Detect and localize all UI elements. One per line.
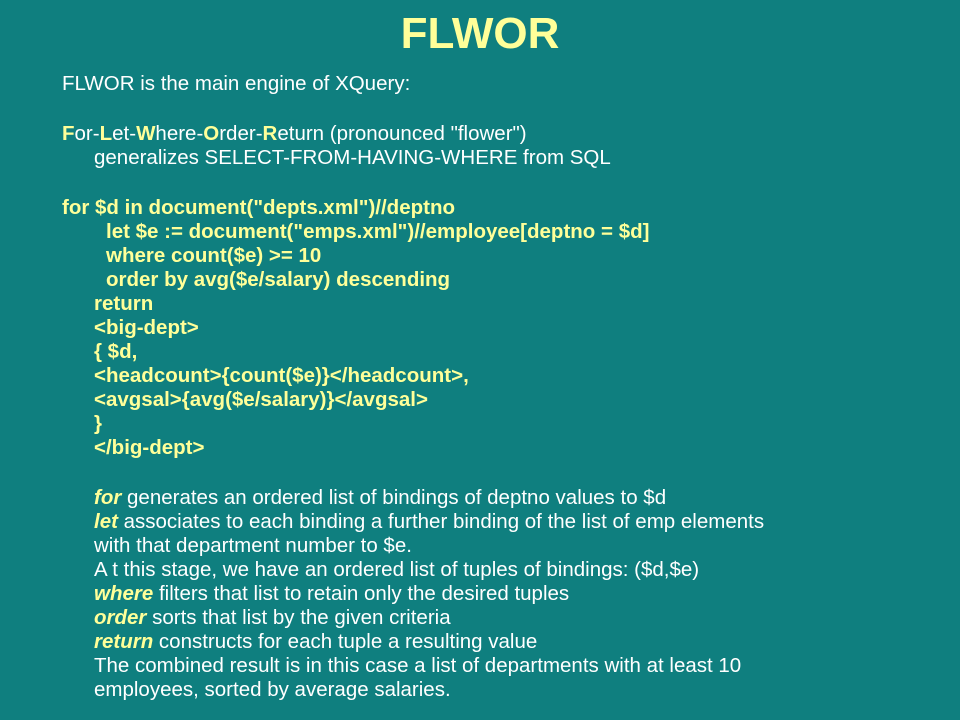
- code-line: for $d in document("depts.xml")//deptno: [62, 196, 455, 219]
- explain-line: let associates to each binding a further…: [62, 510, 942, 534]
- acronym-eturn: eturn (pronounced "flower"): [277, 122, 527, 145]
- slide-content: FLWOR is the main engine of XQuery: For-…: [62, 72, 942, 702]
- explain-text: A t this stage, we have an ordered list …: [94, 558, 700, 581]
- code-line: <headcount>{count($e)}</headcount>,: [94, 364, 469, 387]
- code-line: <big-dept>: [94, 316, 199, 339]
- explain-text: with that department number to $e.: [94, 534, 412, 557]
- code-line: let $e := document("emps.xml")//employee…: [106, 220, 650, 243]
- code-line: </big-dept>: [94, 436, 205, 459]
- slide-title: FLWOR: [400, 9, 560, 58]
- acronym-rder: rder-: [219, 122, 263, 145]
- acronym-l: L: [99, 122, 113, 145]
- code-line: where count($e) >= 10: [106, 244, 322, 267]
- explain-line: return constructs for each tuple a resul…: [62, 630, 942, 654]
- acronym-line: For-Let-Where-Order-Return (pronounced "…: [62, 122, 942, 146]
- keyword: return: [94, 630, 154, 653]
- acronym-r: R: [262, 122, 278, 145]
- explain-line: A t this stage, we have an ordered list …: [62, 558, 942, 582]
- acronym-et: et-: [112, 122, 137, 145]
- explain-line: order sorts that list by the given crite…: [62, 606, 942, 630]
- acronym-here: here-: [155, 122, 204, 145]
- explain-line: where filters that list to retain only t…: [62, 582, 942, 606]
- explain-line: for generates an ordered list of binding…: [62, 486, 942, 510]
- acronym-line-2: generalizes SELECT-FROM-HAVING-WHERE fro…: [94, 146, 611, 169]
- explain-text: constructs for each tuple a resulting va…: [153, 630, 538, 653]
- explain-text: filters that list to retain only the des…: [153, 582, 570, 605]
- acronym-w: W: [136, 122, 156, 145]
- keyword: for: [94, 486, 122, 509]
- explain-line: employees, sorted by average salaries.: [62, 678, 942, 702]
- explain-text: generates an ordered list of bindings of…: [121, 486, 667, 509]
- explain-text: associates to each binding a further bin…: [117, 510, 765, 533]
- acronym-f: F: [62, 122, 75, 145]
- explain-line: with that department number to $e.: [62, 534, 942, 558]
- intro-line: FLWOR is the main engine of XQuery:: [62, 72, 411, 95]
- explain-text: The combined result is in this case a li…: [94, 654, 742, 677]
- explain-line: The combined result is in this case a li…: [62, 654, 942, 678]
- keyword: let: [94, 510, 118, 533]
- explain-text: employees, sorted by average salaries.: [94, 678, 451, 701]
- code-line: <avgsal>{avg($e/salary)}</avgsal>: [94, 388, 428, 411]
- keyword: order: [94, 606, 147, 629]
- acronym-o: O: [203, 122, 220, 145]
- code-line: order by avg($e/salary) descending: [106, 268, 451, 291]
- acronym-or: or-: [74, 122, 100, 145]
- explain-text: sorts that list by the given criteria: [146, 606, 451, 629]
- keyword: where: [94, 582, 154, 605]
- code-line: return: [94, 292, 154, 315]
- code-line: { $d,: [94, 340, 138, 363]
- code-line: }: [94, 412, 102, 435]
